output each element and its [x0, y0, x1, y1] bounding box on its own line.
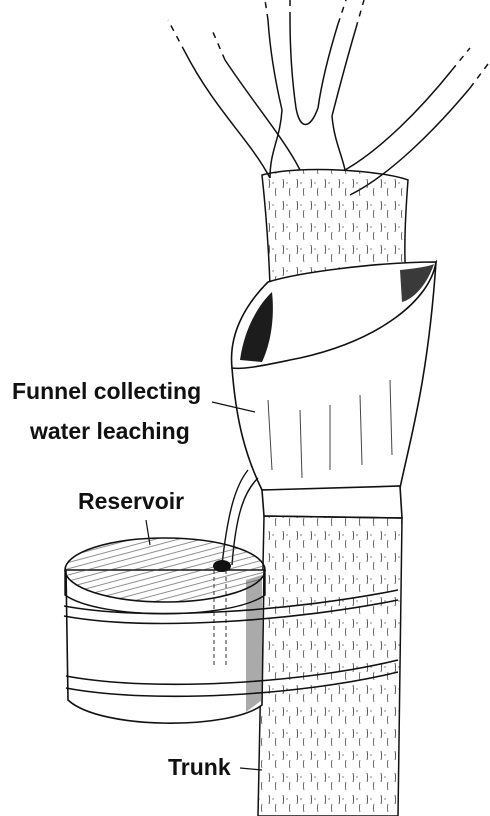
- label-funnel-line2: water leaching: [30, 420, 190, 443]
- label-funnel-line1: Funnel collecting: [12, 380, 201, 403]
- label-trunk: Trunk: [168, 756, 231, 779]
- reservoir-container: [65, 538, 265, 723]
- label-reservoir: Reservoir: [78, 490, 184, 513]
- branches: [168, 0, 488, 195]
- lower-trunk: [258, 516, 402, 816]
